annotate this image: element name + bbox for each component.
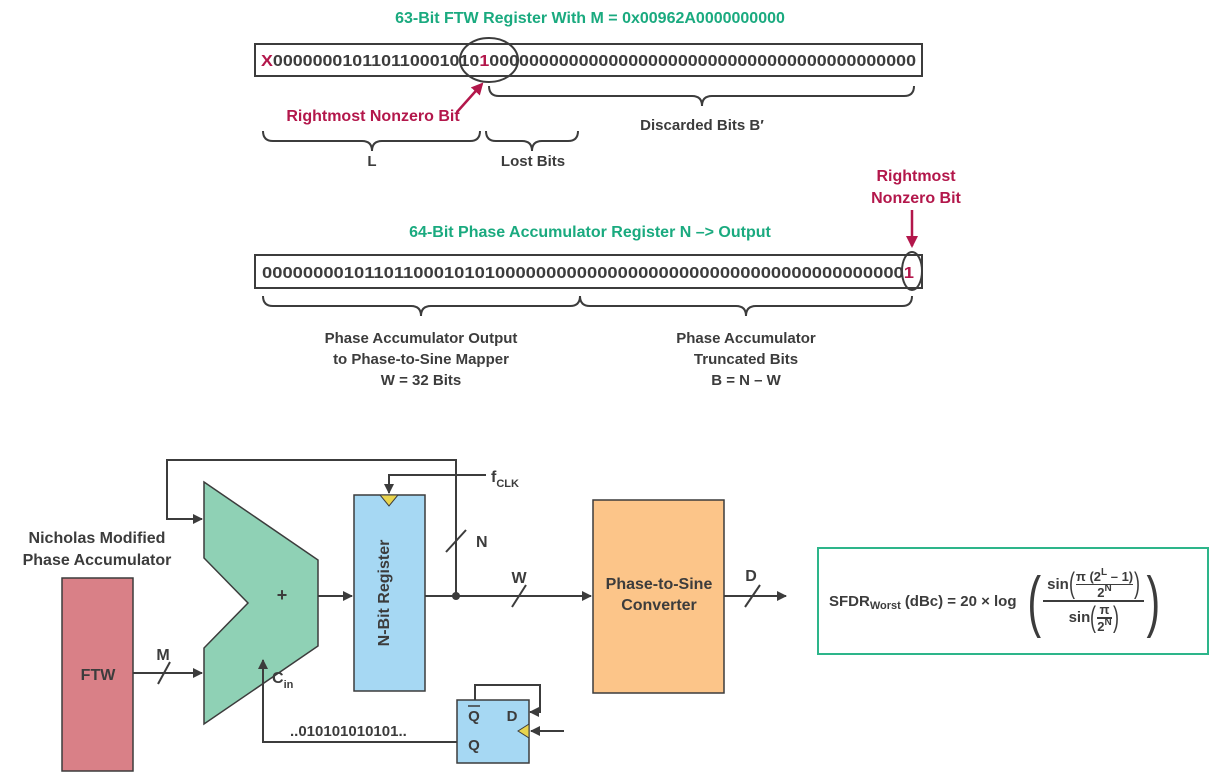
pi-symbol-2: π [1099, 602, 1110, 617]
brace-truncated [579, 295, 913, 317]
rightmost-nonzero-label: Rightmost Nonzero Bit [286, 108, 460, 125]
ff-qbar-label: Q [468, 708, 480, 725]
inner-bar-1 [1075, 583, 1134, 585]
output-label-3: W = 32 Bits [381, 372, 461, 389]
pattern-label: ..010101010101.. [290, 723, 407, 740]
d-slash [744, 584, 761, 608]
inner-fraction-den: π 2N [1097, 602, 1112, 634]
w-label: W [511, 570, 527, 587]
accum-register-bits: 0000000010110110001010100000000000000000… [262, 265, 914, 282]
lost-bits-label: Lost Bits [501, 153, 565, 170]
outer-denominator: sin ( π 2N ) [1065, 602, 1123, 634]
trunc-label-1: Phase Accumulator [676, 330, 816, 347]
inner-num-bottom: 2N [1097, 583, 1112, 600]
n-label: N [476, 534, 488, 551]
last-bit-ellipse [901, 251, 923, 291]
rightmost-label-line2: Nonzero Bit [871, 190, 961, 207]
brace-output [262, 295, 581, 317]
block-title-2: Phase Accumulator [23, 552, 172, 569]
sin-numerator: sin [1047, 575, 1069, 593]
trunc-label-3: B = N – W [711, 372, 781, 389]
lost-bits-ellipse [459, 37, 519, 83]
block-title-1: Nicholas Modified [29, 530, 166, 547]
feedback-wire [166, 459, 457, 596]
two-l: (2 [1089, 568, 1101, 584]
output-label-2: to Phase-to-Sine Mapper [333, 351, 509, 368]
n-sup: N [1104, 583, 1112, 594]
inner-fraction-num: π (2L – 1) 2N [1075, 566, 1134, 600]
outer-bar [1043, 600, 1145, 602]
ff-q-label: Q [468, 737, 480, 754]
outer-numerator: sin ( π (2L – 1) 2N ) [1043, 566, 1144, 601]
ftw-block [61, 577, 134, 772]
cin-wire [258, 659, 457, 743]
n-sup-2: N [1104, 616, 1112, 628]
two-n-base: 2 [1097, 585, 1105, 600]
fclk-wire [384, 474, 486, 494]
two-n-base-2: 2 [1097, 618, 1105, 634]
w-slash [511, 584, 527, 608]
ff-d-label: D [507, 708, 518, 725]
junction-dot [452, 592, 460, 600]
converter-label-2: Converter [621, 597, 697, 614]
ff-clock-triangle [517, 723, 530, 739]
brace-discarded [488, 85, 915, 107]
m-slash [157, 661, 171, 685]
inner-bar-2 [1097, 617, 1112, 619]
phase-to-sine-converter [592, 499, 725, 694]
sfdr-lhs-sub: Worst [869, 600, 901, 612]
register-label: N-Bit Register [376, 540, 393, 647]
discarded-bits-label: Discarded Bits B′ [640, 117, 764, 134]
converter-label-1: Phase-to-Sine [606, 576, 713, 593]
adder-block [203, 480, 319, 726]
register-clock-triangle [378, 494, 400, 507]
cin-label: Cin [272, 670, 294, 691]
sfdr-lhs: SFDR [829, 592, 870, 610]
brace-l [262, 130, 481, 152]
output-label-1: Phase Accumulator Output [325, 330, 518, 347]
inner-num-top: π (2L – 1) [1075, 566, 1134, 584]
sin-denominator: sin [1068, 609, 1091, 627]
m-label: M [156, 647, 169, 664]
rightmost-label-line1: Rightmost [876, 168, 956, 185]
adder-label: + [277, 585, 288, 605]
num-paren-close: ) [1134, 567, 1141, 601]
den-paren-close: ) [1112, 600, 1119, 634]
ff-feedback-wire [474, 684, 541, 717]
num-paren-open: ( [1068, 567, 1075, 601]
trunc-label-2: Truncated Bits [694, 351, 798, 368]
d-label: D [745, 568, 757, 585]
n-slash [445, 529, 467, 553]
l-sup: L [1101, 566, 1108, 578]
big-paren-close: ) [1146, 563, 1161, 639]
minus-one: – 1) [1107, 568, 1134, 584]
sfdr-unit: (dBc) = 20 × log [904, 592, 1017, 610]
l-label: L [367, 153, 376, 170]
pi-symbol: π [1075, 568, 1086, 584]
inner-den-bottom: 2N [1097, 616, 1112, 634]
accum-register-title: 64-Bit Phase Accumulator Register N –> O… [409, 224, 771, 241]
rightmost-bit-arrow [456, 82, 484, 113]
den-paren-open: ( [1090, 600, 1097, 634]
big-paren-open: ( [1027, 563, 1041, 639]
fclk-label: fCLK [491, 469, 519, 490]
outer-fraction: sin ( π (2L – 1) 2N ) sin ( π 2N ) [1043, 566, 1145, 634]
ftw-label: FTW [81, 667, 117, 684]
brace-lost [485, 130, 579, 152]
ftw-register-box [254, 43, 923, 77]
ftw-register-title: 63-Bit FTW Register With M = 0x00962A000… [395, 10, 785, 27]
